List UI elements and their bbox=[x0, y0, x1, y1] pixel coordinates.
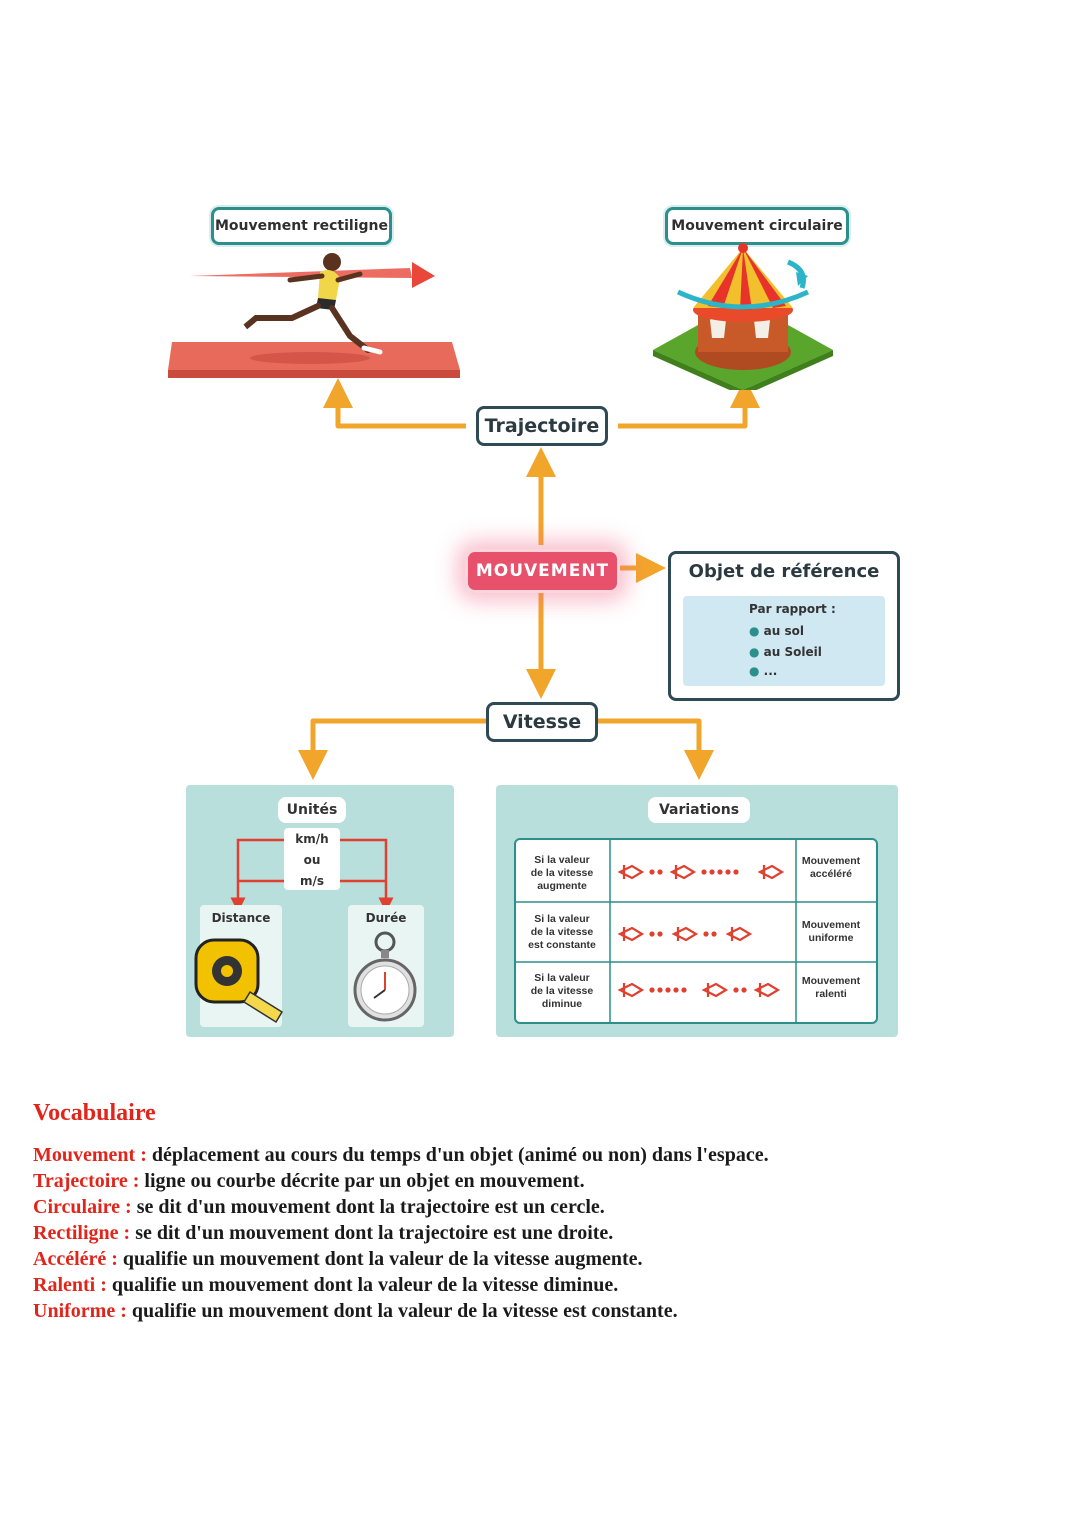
stopwatch-icon bbox=[353, 931, 417, 1022]
reference-list-panel: Par rapport : ● au sol ● au Soleil ● ... bbox=[683, 596, 885, 686]
variation-condition: Si la valeur de la vitesse diminue bbox=[530, 972, 594, 1010]
duree-label: Durée bbox=[365, 911, 407, 925]
rocket-row-slowing bbox=[618, 981, 780, 999]
vocab-entry: Accéléré : qualifie un mouvement dont la… bbox=[33, 1248, 643, 1270]
variation-condition: Si la valeur de la vitesse augmente bbox=[530, 854, 594, 892]
rocket-row-accelerating bbox=[618, 863, 784, 881]
unit-kmh: km/h bbox=[295, 832, 329, 846]
vocab-entry: Circulaire : se dit d'un mouvement dont … bbox=[33, 1196, 605, 1218]
connector-arrows bbox=[298, 378, 760, 780]
tag-circulaire: Mouvement circulaire bbox=[665, 207, 849, 245]
trajectoire-node: Trajectoire bbox=[476, 406, 608, 446]
units-arrows bbox=[230, 838, 394, 913]
reference-title: Objet de référence bbox=[688, 561, 880, 582]
reference-item: ● au sol bbox=[749, 624, 804, 638]
variation-result: Mouvement ralenti bbox=[801, 975, 861, 1000]
vocab-entry: Ralenti : qualifie un mouvement dont la … bbox=[33, 1274, 619, 1296]
vocabulary-title: Vocabulaire bbox=[33, 1100, 156, 1126]
vocab-entry: Mouvement : déplacement au cours du temp… bbox=[33, 1144, 769, 1166]
vocab-entry: Trajectoire : ligne ou courbe décrite pa… bbox=[33, 1170, 585, 1192]
distance-label: Distance bbox=[211, 911, 271, 925]
unites-title: Unités bbox=[278, 797, 346, 823]
tape-measure-icon bbox=[194, 938, 284, 1024]
vitesse-node: Vitesse bbox=[486, 702, 598, 742]
bullet-icon: ● bbox=[749, 645, 760, 659]
variations-grid bbox=[514, 838, 876, 1022]
variations-table bbox=[514, 838, 878, 1024]
bullet-icon: ● bbox=[749, 624, 760, 638]
variation-condition: Si la valeur de la vitesse est constante bbox=[528, 913, 596, 951]
unit-ms: m/s bbox=[299, 874, 325, 888]
reference-item: ● ... bbox=[749, 664, 778, 678]
units-box bbox=[284, 828, 340, 890]
arrow-to-rectiligne bbox=[323, 378, 466, 429]
tag-rectiligne: Mouvement rectiligne bbox=[211, 207, 392, 245]
vocab-entry: Uniforme : qualifie un mouvement dont la… bbox=[33, 1300, 678, 1322]
bullet-icon: ● bbox=[749, 664, 760, 678]
rocket-sequences bbox=[618, 863, 784, 999]
reference-box: Objet de référence Par rapport : ● au so… bbox=[668, 551, 900, 701]
arrow-to-unites bbox=[298, 718, 486, 780]
reference-item: ● au Soleil bbox=[749, 645, 822, 659]
reference-intro: Par rapport : bbox=[749, 602, 836, 616]
vocab-entry: Rectiligne : se dit d'un mouvement dont … bbox=[33, 1222, 614, 1244]
variation-result: Mouvement accéléré bbox=[801, 855, 861, 880]
arrow-to-circulaire bbox=[618, 378, 760, 429]
runner-illustration bbox=[168, 253, 460, 378]
unit-or: ou bbox=[303, 853, 321, 867]
rocket-row-uniform bbox=[618, 925, 752, 943]
carousel-illustration bbox=[653, 243, 833, 390]
variations-title: Variations bbox=[648, 797, 750, 823]
arrow-to-variations bbox=[598, 718, 714, 780]
mouvement-node: MOUVEMENT bbox=[465, 549, 620, 593]
variation-result: Mouvement uniforme bbox=[801, 919, 861, 944]
